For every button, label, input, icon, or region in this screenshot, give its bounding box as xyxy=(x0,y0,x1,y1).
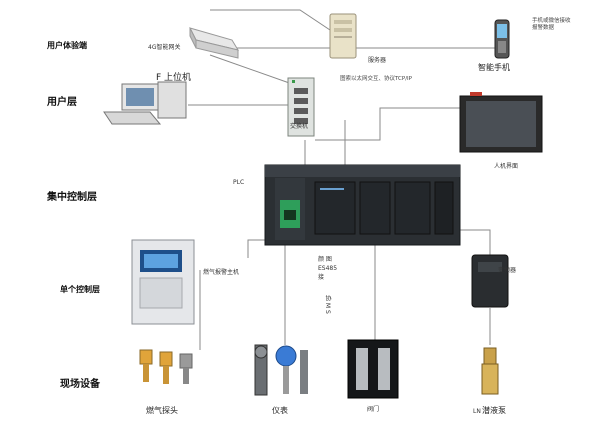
hmi-icon xyxy=(459,92,543,153)
alarm-host-label: 燃气报警主机 xyxy=(203,269,240,276)
plc-label: PLC xyxy=(233,179,245,186)
meter-icon xyxy=(254,344,308,396)
hmi-label: 人机界面 xyxy=(494,163,519,170)
pc-label: F 上位机 xyxy=(156,73,192,83)
server-label: 服务器 xyxy=(368,57,387,64)
modbus-label: 协 M S xyxy=(324,295,331,314)
server-icon xyxy=(329,13,357,59)
gateway-label: 4G智能网关 xyxy=(148,44,181,51)
protocol-label: 图索以太网交互、协议TCP/IP xyxy=(340,76,412,82)
connection-lines xyxy=(188,9,512,350)
layer-user: 用户层 xyxy=(47,97,77,108)
pump-prefix: LN xyxy=(473,408,481,415)
gateway-icon xyxy=(189,27,240,59)
gas-probe-icon xyxy=(139,349,193,384)
gateway-switch-line xyxy=(209,54,296,86)
layer-field: 现场设备 xyxy=(60,379,100,390)
valve-icon xyxy=(347,339,399,399)
phone-label: 智能手机 xyxy=(478,63,510,72)
gas-probe-label: 燃气探头 xyxy=(146,406,178,415)
layer-single: 单个控制层 xyxy=(60,285,100,294)
gateway-top-line xyxy=(210,9,331,31)
switch-icon xyxy=(287,77,315,137)
pump-label: 潜液泵 xyxy=(482,406,506,415)
layer-central: 集中控制层 xyxy=(47,192,97,203)
alarm-host-icon xyxy=(131,239,195,325)
valve-label: 阀门 xyxy=(367,406,380,413)
phone-note: 手机或微信接收报警数据 xyxy=(532,18,571,31)
pump-icon xyxy=(481,347,499,395)
meter-label: 仪表 xyxy=(272,406,288,415)
phone-icon xyxy=(494,19,510,59)
switch-label: 交换机 xyxy=(290,123,309,130)
switch-hmi-line xyxy=(315,107,512,141)
plc-icon xyxy=(264,164,461,246)
rs485-label: 颜 图 ES485 接 xyxy=(318,256,338,281)
pc-icon xyxy=(103,81,187,125)
inverter-icon xyxy=(471,254,509,308)
layer-user-terminal: 用户体验端 xyxy=(47,41,87,50)
inverter-label: 变频器 xyxy=(498,267,517,274)
